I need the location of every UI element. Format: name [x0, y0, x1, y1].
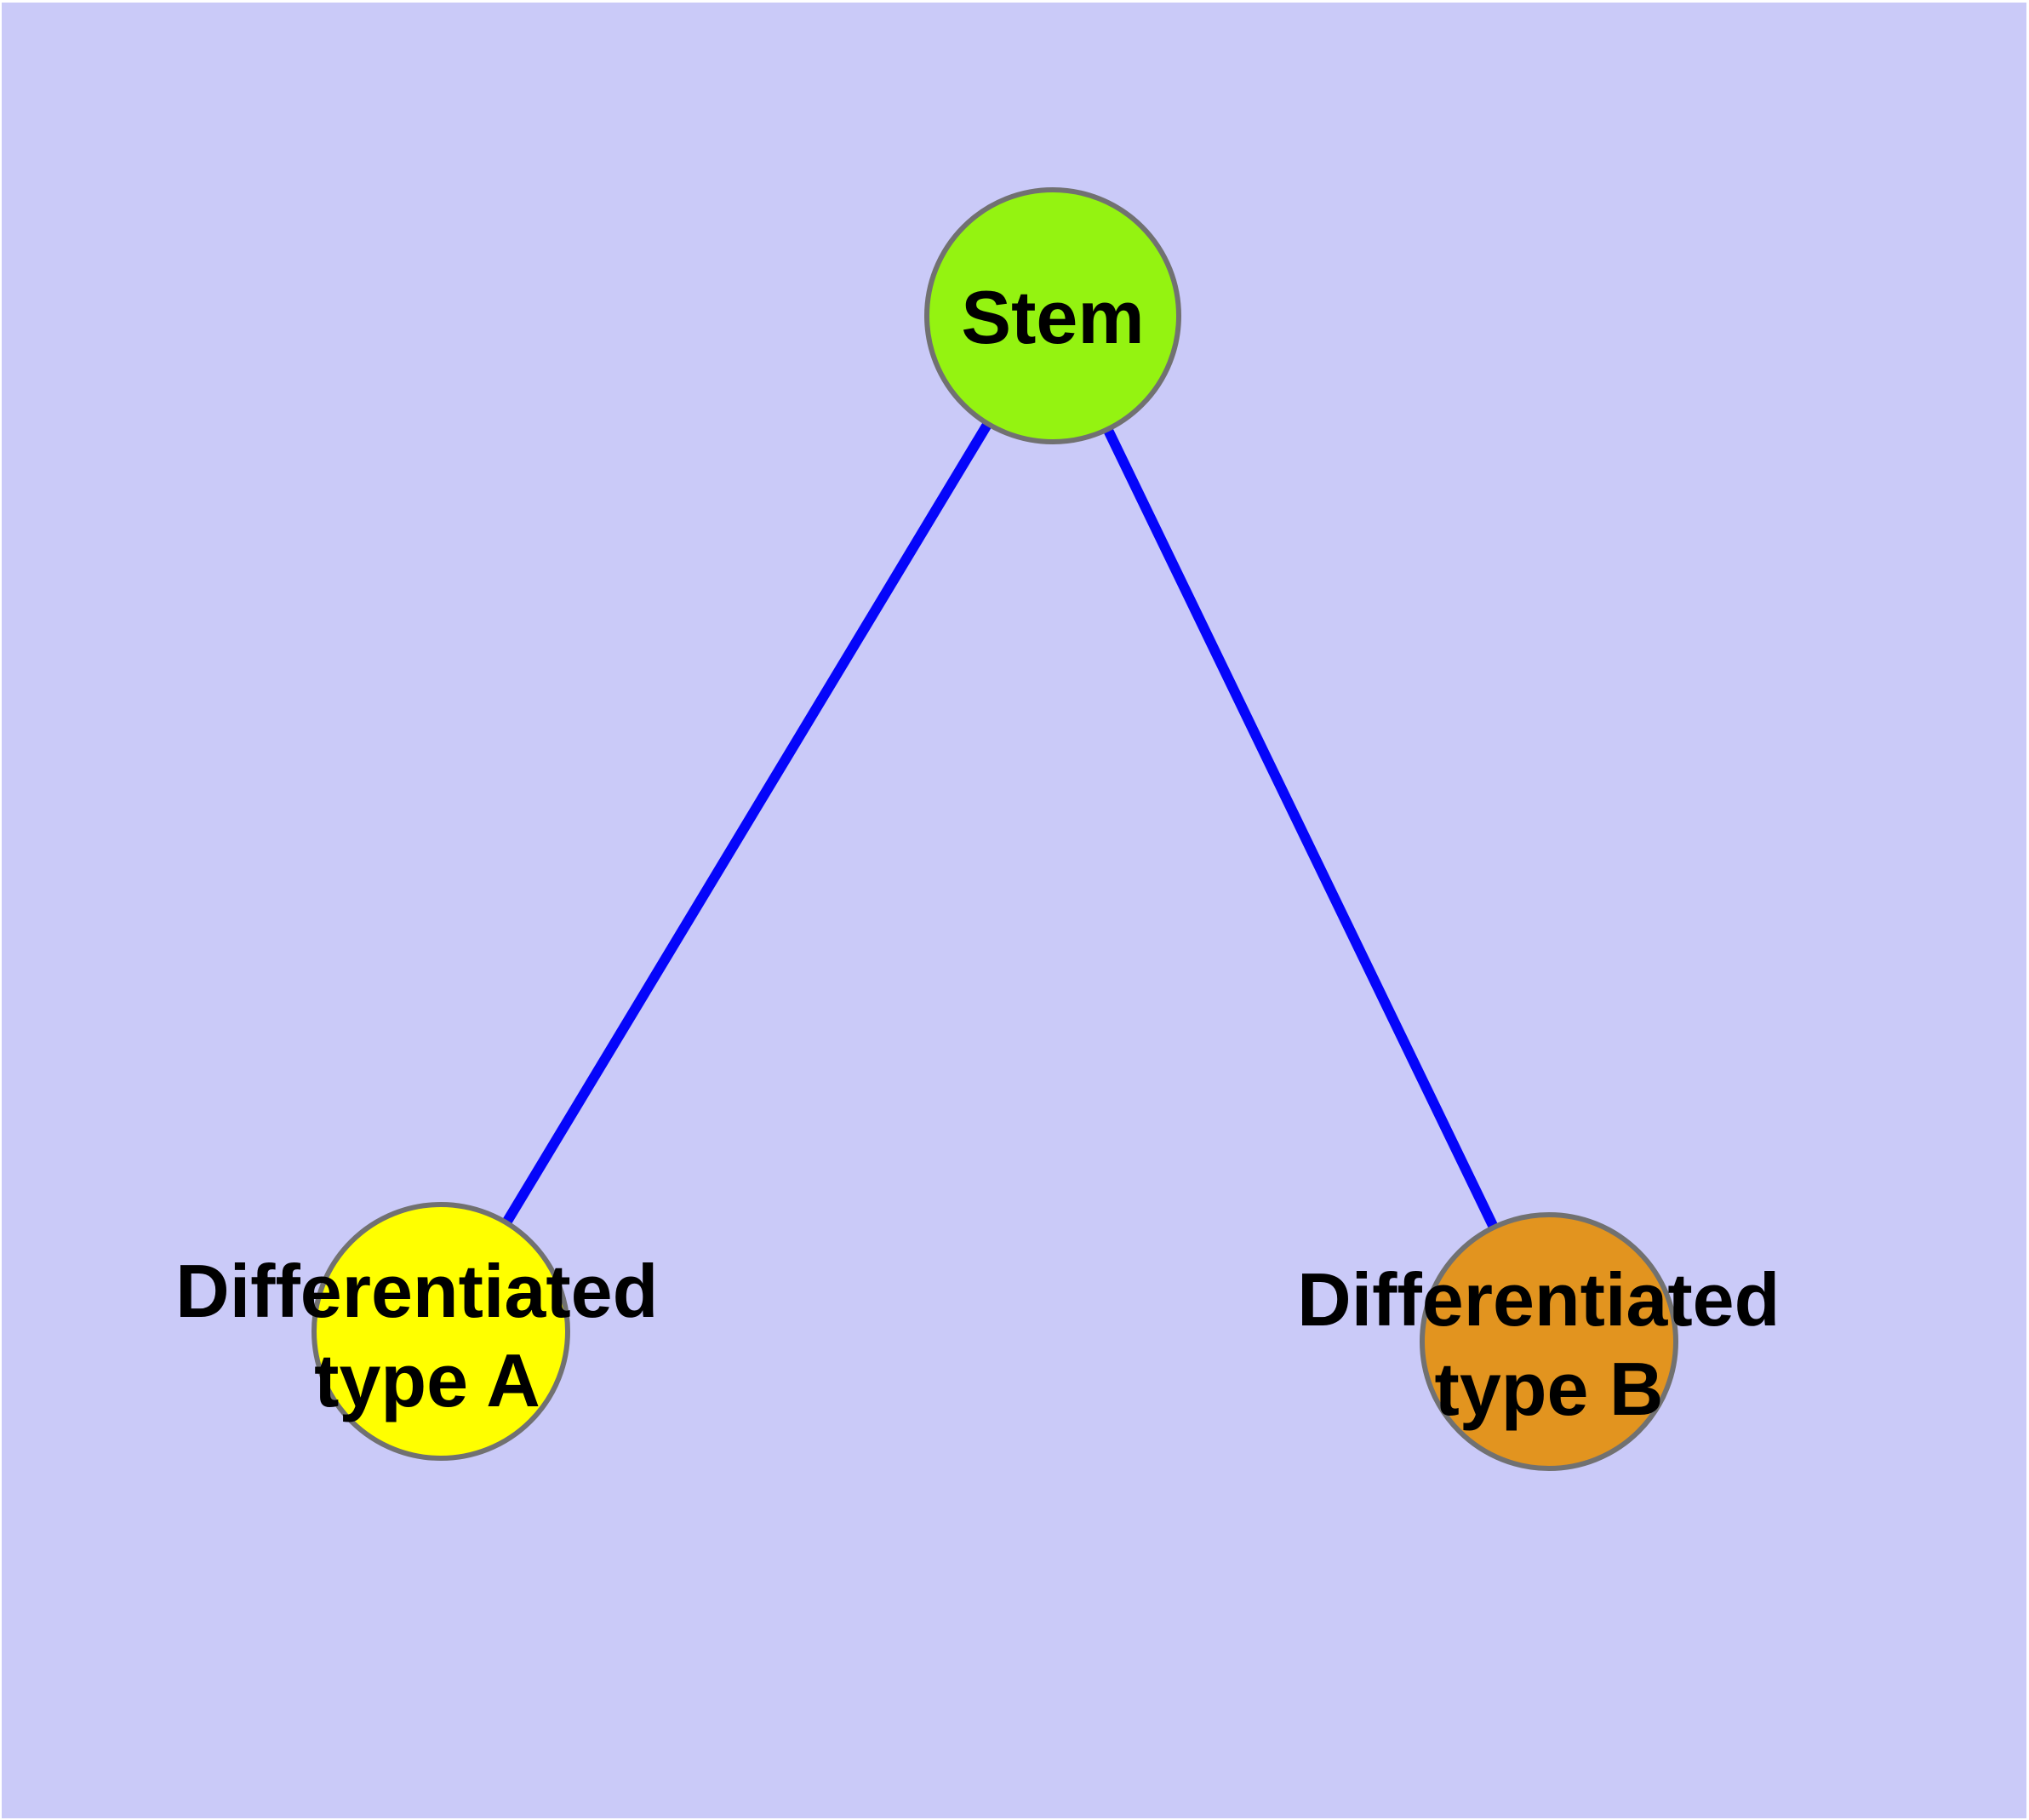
- node-stem-label: Stem: [961, 275, 1144, 359]
- node-differentiated-type-b: [1420, 1212, 1678, 1471]
- node-type-a-label: Differentiated type A: [175, 1249, 679, 1422]
- node-type-a-label-line1: Differentiated: [175, 1249, 658, 1333]
- node-type-b-label-line1: Differentiated: [1297, 1257, 1780, 1342]
- edge-stem-to-type-b: [1048, 313, 1554, 1344]
- edge-stem-to-type-a: [436, 312, 1058, 1335]
- node-differentiated-type-a: [311, 1202, 570, 1461]
- node-type-a-label-line2: type A: [314, 1338, 540, 1422]
- node-stem: [924, 187, 1181, 444]
- node-type-b-label-line2: type B: [1435, 1347, 1664, 1431]
- node-type-b-label: Differentiated type B: [1297, 1257, 1801, 1431]
